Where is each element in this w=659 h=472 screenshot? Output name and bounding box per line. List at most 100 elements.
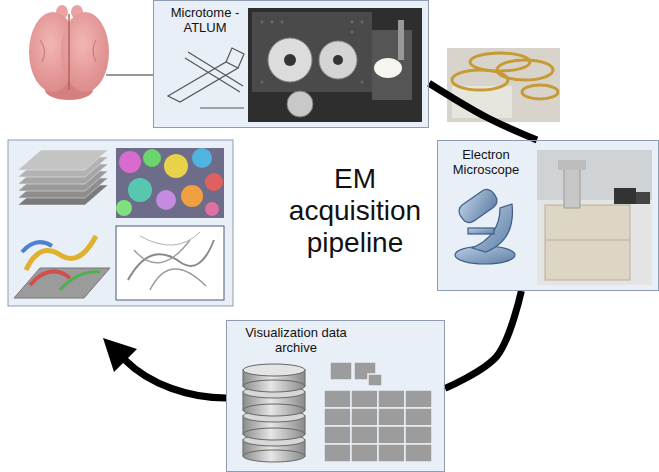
database-icon-part [243,364,305,376]
process-box: Microtome - ATLUM [153,0,429,128]
microscope-photo-part [545,205,630,280]
image-stack-part [18,150,108,170]
box-label: Visualization data archive [245,326,347,356]
segmentation-image-part [119,151,141,173]
microscope-photo-part [545,240,630,241]
process-box: Electron Microscope [437,140,659,291]
box-label: Microtome - ATLUM [160,6,250,36]
tape-photo-part [452,53,558,99]
atlum-photo-part [319,41,357,79]
neuron-render [116,226,224,300]
microscope-photo-part [537,150,652,285]
results-panel [8,140,233,306]
tape-photo-part [447,48,560,122]
tile-mosaic-part [405,408,432,426]
neuron-render-part [116,226,224,300]
atlum-photo-part [374,58,402,78]
atlum-photo-part-part [261,21,264,24]
microtome-sketch-part [188,52,243,86]
database-icon-part [243,380,305,392]
atlum-photo-part [261,21,364,84]
database-icon-part [243,428,305,440]
microscope-photo-part [564,168,580,208]
atlum-photo-part [284,54,296,66]
segmentation-image-part [156,190,176,210]
cycle-arc [445,291,521,388]
box-fill-part [437,140,659,291]
leader-line [106,75,153,76]
microscope-photo-part [558,160,586,170]
microtome-sketch [168,48,244,108]
atlum-photo-part [372,30,412,100]
segmentation-image-part [128,178,152,202]
segmentation-image-part [164,154,188,178]
tile-mosaic-part [405,426,432,444]
tile-mosaic-part [405,444,432,462]
box-label: Electron Microscope [444,148,528,178]
atlum-photo-part-part [351,21,354,24]
tile-mosaic-part [324,444,351,462]
atlum-photo-part-part [351,31,354,34]
tile-mosaic-part [378,408,405,426]
tile-mosaic-part [378,444,405,462]
tape-photo-part-part [522,85,558,99]
atlum-photo-part [333,55,343,65]
atlum-photo [248,8,422,122]
atlum-photo-part [248,8,422,122]
tile-mosaic-part [368,374,382,386]
microscope-photo-part [614,188,636,204]
brain-illustration-part [40,40,96,62]
process-box: Visualization data archive [226,320,445,472]
microtome-sketch-part [185,58,240,92]
atlum-photo-part-part [361,81,364,84]
neuron-render-part [128,240,214,280]
tile-mosaic-part [351,444,378,462]
tile-mosaic-part [324,390,351,408]
tile-mosaic [324,362,432,462]
neuron-render-part [140,232,200,245]
segmentation-image-part [116,148,224,218]
segmentation-image-part [205,202,219,216]
results-panel-part [8,140,233,306]
microscope-icon-part [456,186,500,225]
reconstruction-3d-part [30,271,70,285]
brain-illustration-part [68,14,70,90]
microtome-sketch-part [226,48,244,68]
microtome-sketch-part [168,62,238,102]
reconstruction-3d [14,236,110,298]
segmentation-image-part [181,185,203,207]
atlum-photo-part-part [261,81,264,84]
cycle-arc [429,83,537,140]
tile-mosaic-part [330,362,352,380]
image-stack [18,150,108,205]
segmentation-image [116,148,224,218]
microscope-icon-part [468,228,494,234]
tile-mosaic-part [324,408,351,426]
tile-mosaic-part [378,390,405,408]
tape-photo [447,48,560,122]
tile-mosaic-part [351,390,378,408]
atlum-photo-part-part [281,21,284,24]
cycle-arrow-part [125,360,226,398]
atlum-photo-part [398,20,404,60]
database-icon-part [243,450,305,462]
tile-mosaic-part [378,426,405,444]
microscope-photo-part [636,192,650,204]
brain-illustration [29,5,109,100]
segmentation-image-part [143,149,161,167]
database-icon [243,364,305,462]
segmentation-image-part [205,173,223,191]
atlum-photo-part-part [361,21,364,24]
diagram-title: EM acquisition pipeline [280,163,430,260]
cycle-arrow-part [103,338,137,372]
tile-mosaic-part [324,426,351,444]
reconstruction-3d-part [14,268,110,298]
atlum-photo-part [268,38,312,82]
tile-mosaic-part [351,426,378,444]
reconstruction-3d-part [60,272,100,290]
box-fill-part [153,0,429,128]
atlum-photo-part [252,12,372,92]
neuron-render-part [150,269,206,290]
box-fill-part [226,320,445,472]
